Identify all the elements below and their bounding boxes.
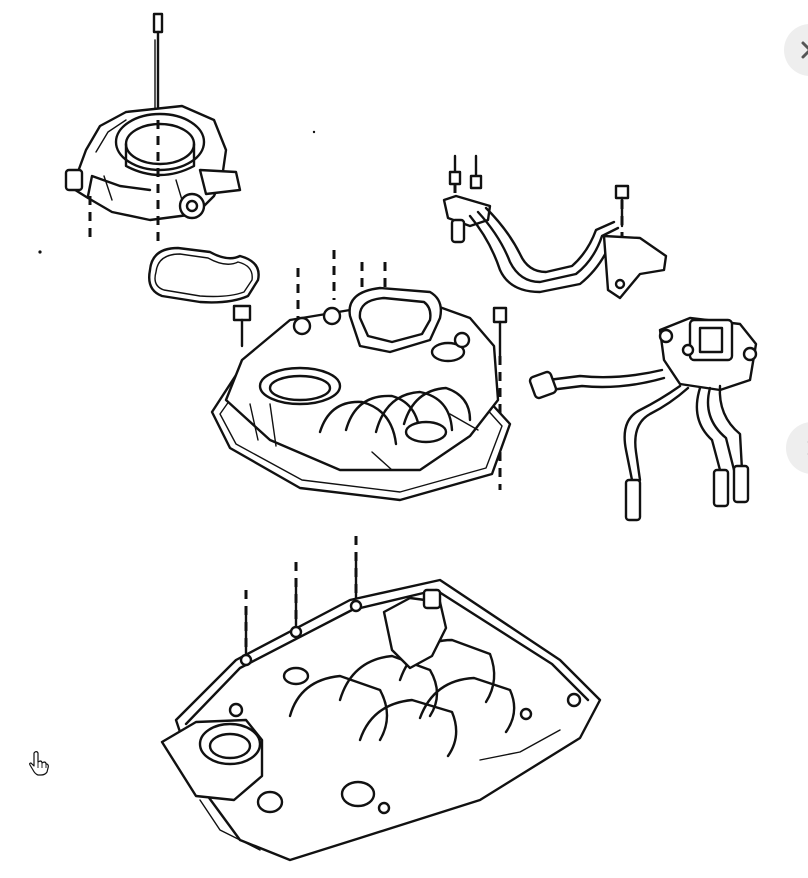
- hand-pointer-icon: [29, 751, 49, 776]
- fuel-injector-harness: [528, 316, 758, 522]
- scan-dot: [312, 130, 316, 134]
- next-image-button[interactable]: [786, 422, 808, 474]
- chevron-right-icon: [807, 441, 808, 455]
- fuel-rail-pipe: [442, 154, 668, 300]
- lower-intake-manifold: [160, 536, 602, 862]
- upper-intake-manifold: [210, 250, 512, 502]
- throttle-body-gasket: [148, 246, 260, 304]
- throttle-body: [64, 12, 242, 248]
- scan-dot: [38, 250, 42, 254]
- close-icon: [801, 41, 808, 59]
